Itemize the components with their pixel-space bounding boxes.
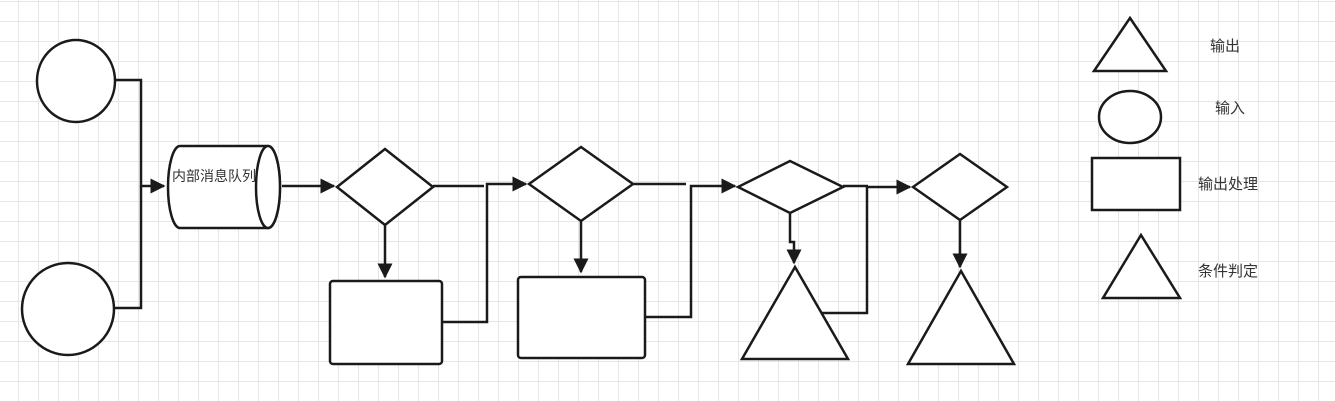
legend-process-label: 输出处理 [1198,175,1259,193]
legend-output-triangle[interactable] [1091,15,1169,73]
connector-process-2-to-decision-3 [645,178,737,319]
condition-triangle-1[interactable] [739,264,851,361]
condition-triangle-2[interactable] [905,268,1017,366]
connector-triangle-1-to-decision-4 [822,179,912,315]
process-box-2[interactable] [516,275,647,360]
input-circle-top[interactable] [35,38,117,124]
decision-diamond-1[interactable] [334,147,436,227]
legend-condition-triangle[interactable] [1100,232,1183,300]
legend-condition-label: 条件判定 [1198,262,1259,280]
connector-decision-3-down [786,213,802,265]
message-queue-label: 内部消息队列 [172,169,256,185]
process-box-1[interactable] [328,279,444,366]
input-circle-bottom[interactable] [20,261,116,357]
decision-diamond-4[interactable] [910,152,1010,222]
connector-process-1-to-decision-2 [442,176,528,324]
connector-input-bottom-to-queue [115,186,143,310]
decision-diamond-2[interactable] [526,145,636,223]
legend-input-label: 输入 [1215,99,1246,117]
legend-process-rect[interactable] [1090,156,1182,212]
decision-diamond-3[interactable] [735,159,846,215]
message-queue-cylinder[interactable] [166,144,282,230]
connector-input-top-to-queue [115,78,166,194]
legend-input-ellipse[interactable] [1097,89,1163,145]
legend-output-label: 输出 [1210,37,1241,55]
